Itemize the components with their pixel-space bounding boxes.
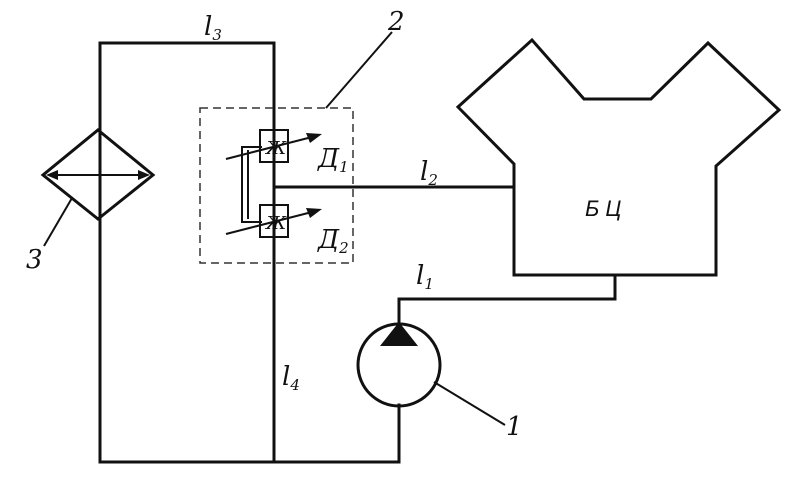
unit-label: Б Ц xyxy=(585,196,621,221)
sensor-enclosure xyxy=(199,107,354,264)
label-l2: l2 xyxy=(420,157,438,189)
svg-text:Ж: Ж xyxy=(264,213,287,234)
label-d1: Д1 xyxy=(317,144,349,176)
label-1: 1 xyxy=(506,412,523,442)
leader-2 xyxy=(325,31,393,109)
leader-3 xyxy=(43,197,73,247)
throttle-bracket xyxy=(241,146,262,223)
heat-exchanger-icon xyxy=(40,128,156,221)
line-l3-top xyxy=(98,41,276,464)
label-l1: l1 xyxy=(416,261,434,293)
bottom-return-line xyxy=(98,403,401,464)
label-d2: Д2 xyxy=(317,225,349,257)
unit-bc xyxy=(455,37,782,277)
label-2: 2 xyxy=(387,7,405,37)
label-l3: l3 xyxy=(204,12,222,44)
line-l1 xyxy=(397,273,617,327)
leader-1 xyxy=(433,381,506,426)
label-l4: l4 xyxy=(282,362,300,394)
label-3: 3 xyxy=(26,245,43,275)
svg-text:Ж: Ж xyxy=(264,138,287,159)
pump-icon xyxy=(356,322,442,408)
